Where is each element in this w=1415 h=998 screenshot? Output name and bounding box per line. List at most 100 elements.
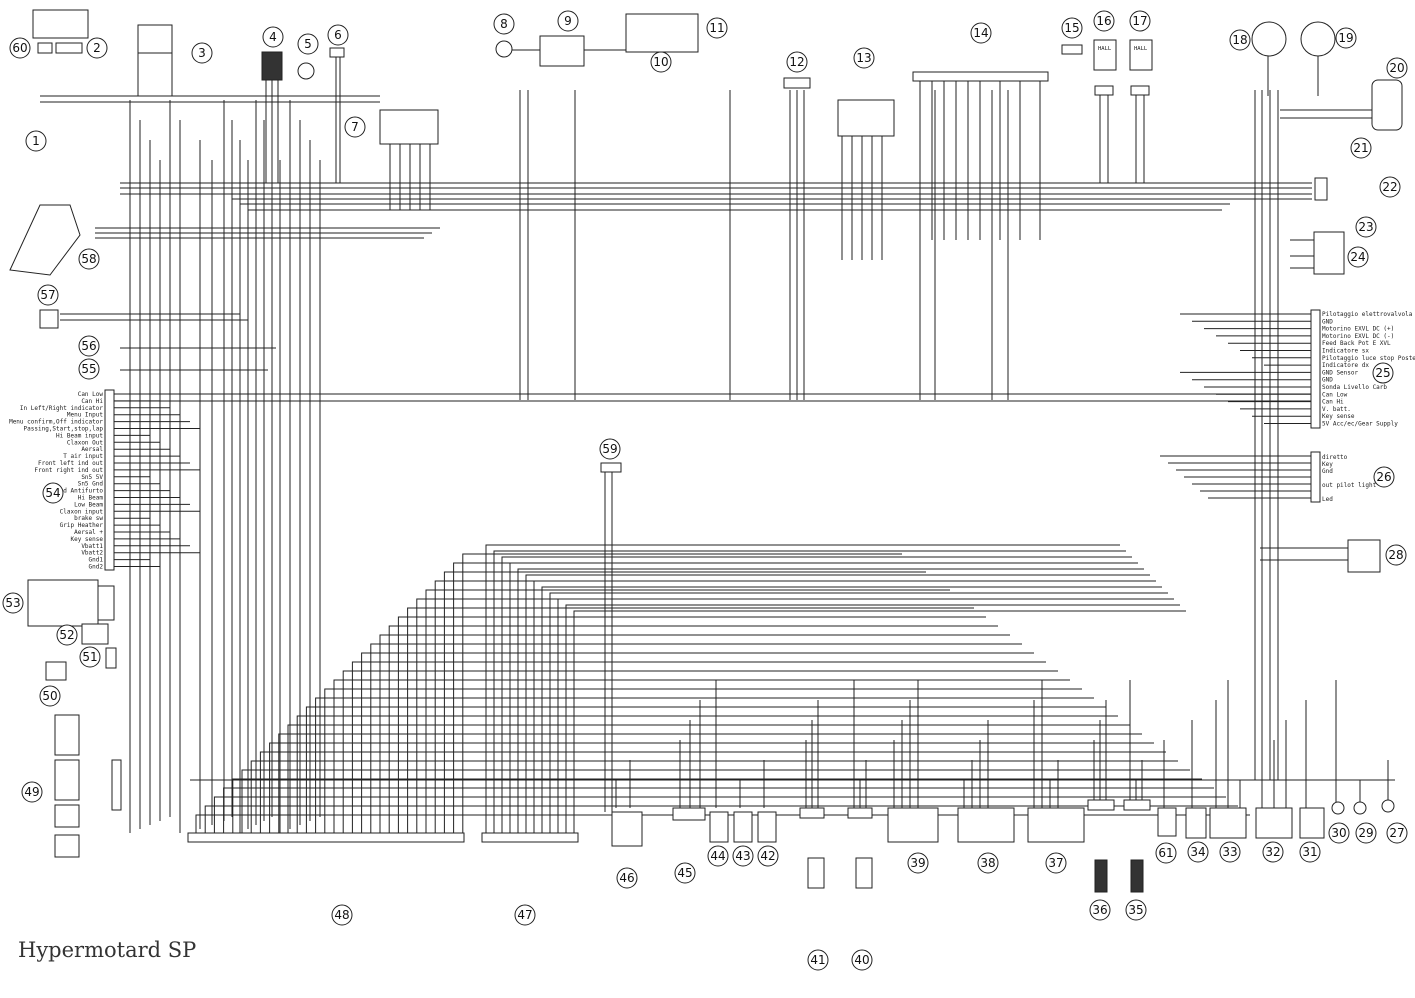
callout-number-51: 51	[82, 650, 97, 664]
connector-49	[111, 759, 122, 811]
throttle-39	[887, 807, 939, 843]
callout-number-57: 57	[40, 288, 55, 302]
coil-43	[733, 811, 753, 843]
callout-24	[1347, 246, 1369, 268]
pin-label-25: GND Sensor	[1322, 369, 1359, 376]
callout-number-29: 29	[1358, 826, 1373, 840]
pin-label-54: Vbatt1	[81, 543, 103, 550]
ecu-ladder-wire	[493, 550, 1126, 833]
callout-number-58: 58	[81, 252, 96, 266]
callout-number-7: 7	[351, 120, 359, 134]
pin-label-54: Aersal	[81, 446, 103, 453]
callout-number-56: 56	[81, 339, 96, 353]
callout-14	[970, 22, 992, 44]
callout-5	[297, 33, 319, 55]
dashboard-58	[9, 204, 81, 276]
connector-25	[1310, 309, 1321, 429]
pin-label-54: Low Beam	[74, 501, 103, 508]
callout-number-48: 48	[334, 908, 349, 922]
pin-label-54: Hi Beam	[78, 495, 104, 502]
ecu-ladder-wire	[388, 625, 998, 833]
connector-16	[1094, 85, 1114, 96]
switch-49c	[54, 804, 80, 828]
pin-label-54: brake sw	[74, 515, 103, 522]
lambda-35	[1130, 859, 1144, 893]
pin-label-25: 5V Acc/ec/Gear Supply	[1322, 421, 1398, 428]
callout-42	[757, 845, 779, 867]
ecu-ladder-wire	[462, 553, 902, 833]
callout-52	[56, 624, 78, 646]
callout-number-27: 27	[1389, 826, 1404, 840]
pin-label-54: Claxon Out	[67, 439, 104, 446]
callout-55	[78, 358, 100, 380]
pin-label-25: Can Low	[1322, 391, 1348, 398]
ecu-connector-48	[187, 832, 465, 843]
fan-19	[1300, 21, 1336, 57]
ecu-ladder-wire	[223, 787, 1214, 833]
callout-18	[1229, 29, 1251, 51]
connector-40	[847, 807, 873, 819]
pin-label-26: Key	[1322, 461, 1333, 468]
pin-label-54: Hi Beam input	[56, 432, 103, 439]
callout-9	[557, 10, 579, 32]
callout-number-1: 1	[32, 134, 40, 148]
ecu-ladder-wire	[361, 652, 1034, 833]
callout-4	[262, 26, 284, 48]
callout-40	[851, 949, 873, 971]
connector-15	[1061, 44, 1083, 55]
callout-number-16: 16	[1096, 14, 1111, 28]
callout-61	[1155, 842, 1177, 864]
callout-number-20: 20	[1389, 61, 1404, 75]
pin-label-26: Gnd	[1322, 468, 1333, 475]
callout-13	[853, 47, 875, 69]
connector-41	[799, 807, 825, 819]
callout-number-8: 8	[500, 17, 508, 31]
callout-number-38: 38	[980, 856, 995, 870]
ecu-ladder-wire	[485, 544, 1120, 833]
callout-47	[514, 904, 536, 926]
relay-3	[137, 24, 173, 54]
pin-label-54: Grip Heather	[60, 522, 104, 529]
callout-number-15: 15	[1064, 21, 1079, 35]
ecu-ladder-wire	[509, 562, 1138, 833]
callout-23	[1355, 216, 1377, 238]
callout-number-4: 4	[269, 30, 277, 44]
callout-35	[1125, 899, 1147, 921]
connector-7	[379, 109, 439, 145]
callout-22	[1379, 176, 1401, 198]
ecu-ladder-wire	[407, 607, 974, 833]
callout-number-59: 59	[602, 442, 617, 456]
pin-label-26: Led	[1322, 496, 1333, 503]
callout-number-44: 44	[710, 849, 725, 863]
connector-17	[1130, 85, 1150, 96]
connector-51	[105, 647, 117, 669]
callout-34	[1187, 841, 1209, 863]
callout-51	[79, 646, 101, 668]
callout-39	[907, 852, 929, 874]
callout-number-37: 37	[1048, 856, 1063, 870]
ecu-ladder-wire	[213, 796, 1226, 833]
switch-30	[1331, 801, 1345, 815]
callout-number-28: 28	[1388, 548, 1403, 562]
diagram-caption: Hypermotard SP	[18, 938, 197, 962]
callout-10	[650, 51, 672, 73]
pin-label-54: Gnd1	[89, 557, 104, 564]
connector-36	[1087, 799, 1115, 811]
regulator-4	[261, 51, 283, 81]
ecu-ladder-wire	[342, 670, 1058, 833]
callout-number-55: 55	[81, 362, 96, 376]
callout-number-13: 13	[856, 51, 871, 65]
ecu-ladder-wire	[351, 661, 1046, 833]
pin-label-25: Pilotaggio luce stop Posteriore	[1322, 355, 1415, 362]
callout-number-23: 23	[1358, 220, 1373, 234]
connector-60	[37, 42, 53, 54]
hall-sensor-17	[1129, 39, 1153, 71]
callout-17	[1129, 10, 1151, 32]
component-box-top-left	[32, 9, 89, 39]
callout-26	[1373, 466, 1395, 488]
ecu-ladder-wire	[305, 706, 1106, 833]
ecu-ladder-wire	[241, 769, 1190, 833]
pin-label-54: Front right ind out	[34, 467, 103, 474]
fan-18	[1251, 21, 1287, 57]
callout-8	[493, 13, 515, 35]
